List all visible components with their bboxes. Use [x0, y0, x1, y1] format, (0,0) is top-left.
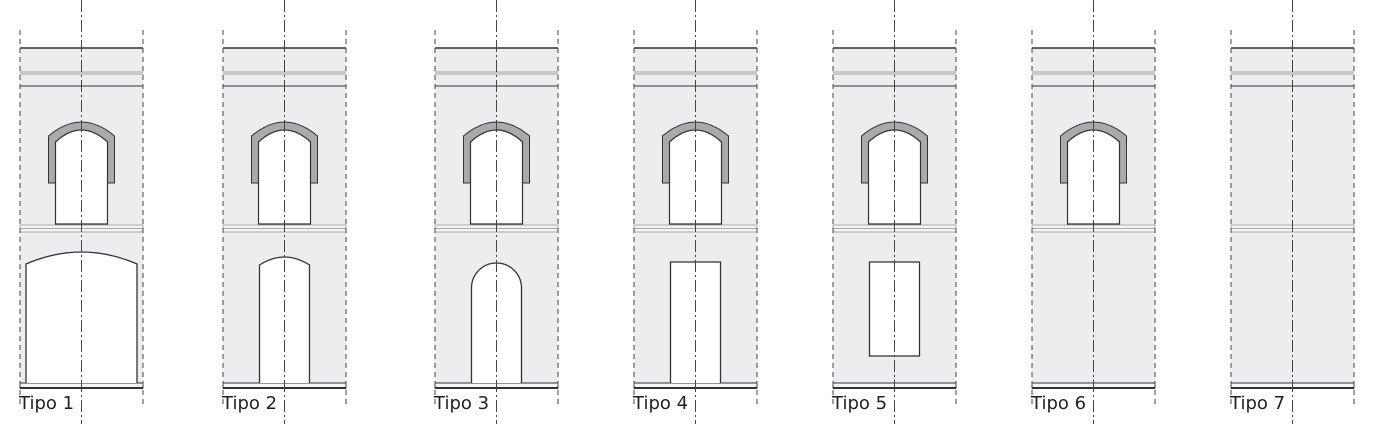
cornice-band — [1032, 71, 1155, 75]
type-label: Tipo 2 — [222, 393, 278, 414]
facade-type-6 — [1031, 0, 1156, 424]
type-label: Tipo 6 — [1031, 393, 1087, 414]
cornice-band — [634, 71, 757, 75]
type-label: Tipo 7 — [1230, 393, 1286, 414]
upper-window — [1066, 129, 1121, 225]
cornice-band — [223, 71, 346, 75]
facade-type-4 — [633, 0, 758, 424]
type-label: Tipo 4 — [633, 393, 689, 414]
upper-window — [867, 129, 922, 225]
type-label: Tipo 3 — [434, 393, 490, 414]
cornice-band — [435, 71, 558, 75]
facade-type-7 — [1230, 0, 1355, 424]
facade-type-1 — [19, 0, 144, 424]
lower-opening — [25, 251, 138, 383]
upper-window — [469, 129, 524, 225]
upper-window — [668, 129, 723, 225]
cornice-band — [833, 71, 956, 75]
facade-type-3 — [434, 0, 559, 424]
upper-window — [257, 129, 312, 225]
upper-window — [54, 129, 109, 225]
cornice-band — [20, 71, 143, 75]
cornice-band — [1231, 71, 1354, 75]
facade-type-2 — [222, 0, 347, 424]
type-label: Tipo 5 — [832, 393, 888, 414]
type-label: Tipo 1 — [19, 393, 75, 414]
facade-type-5 — [832, 0, 957, 424]
